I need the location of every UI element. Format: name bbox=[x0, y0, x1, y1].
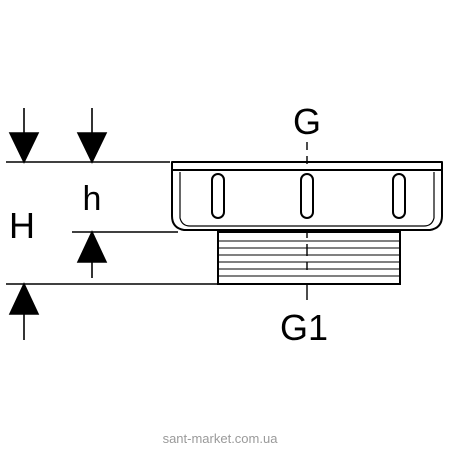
fitting-nut bbox=[171, 161, 443, 231]
grip-rib bbox=[392, 173, 406, 219]
grip-rib bbox=[300, 173, 314, 219]
label-h: h bbox=[83, 180, 102, 218]
dimension-lines bbox=[6, 161, 218, 285]
label-G: G bbox=[293, 101, 321, 142]
label-H: H bbox=[9, 205, 35, 246]
arrow-down-icon bbox=[8, 108, 40, 164]
dimension-arrows bbox=[8, 108, 108, 340]
fitting-thread bbox=[217, 231, 401, 285]
arrow-up-icon bbox=[76, 230, 108, 278]
arrow-up-icon bbox=[8, 282, 40, 340]
grip-rib bbox=[211, 173, 225, 219]
arrow-down-icon bbox=[76, 108, 108, 164]
watermark-text: sant-market.com.ua bbox=[163, 431, 279, 446]
label-G1: G1 bbox=[280, 307, 328, 348]
